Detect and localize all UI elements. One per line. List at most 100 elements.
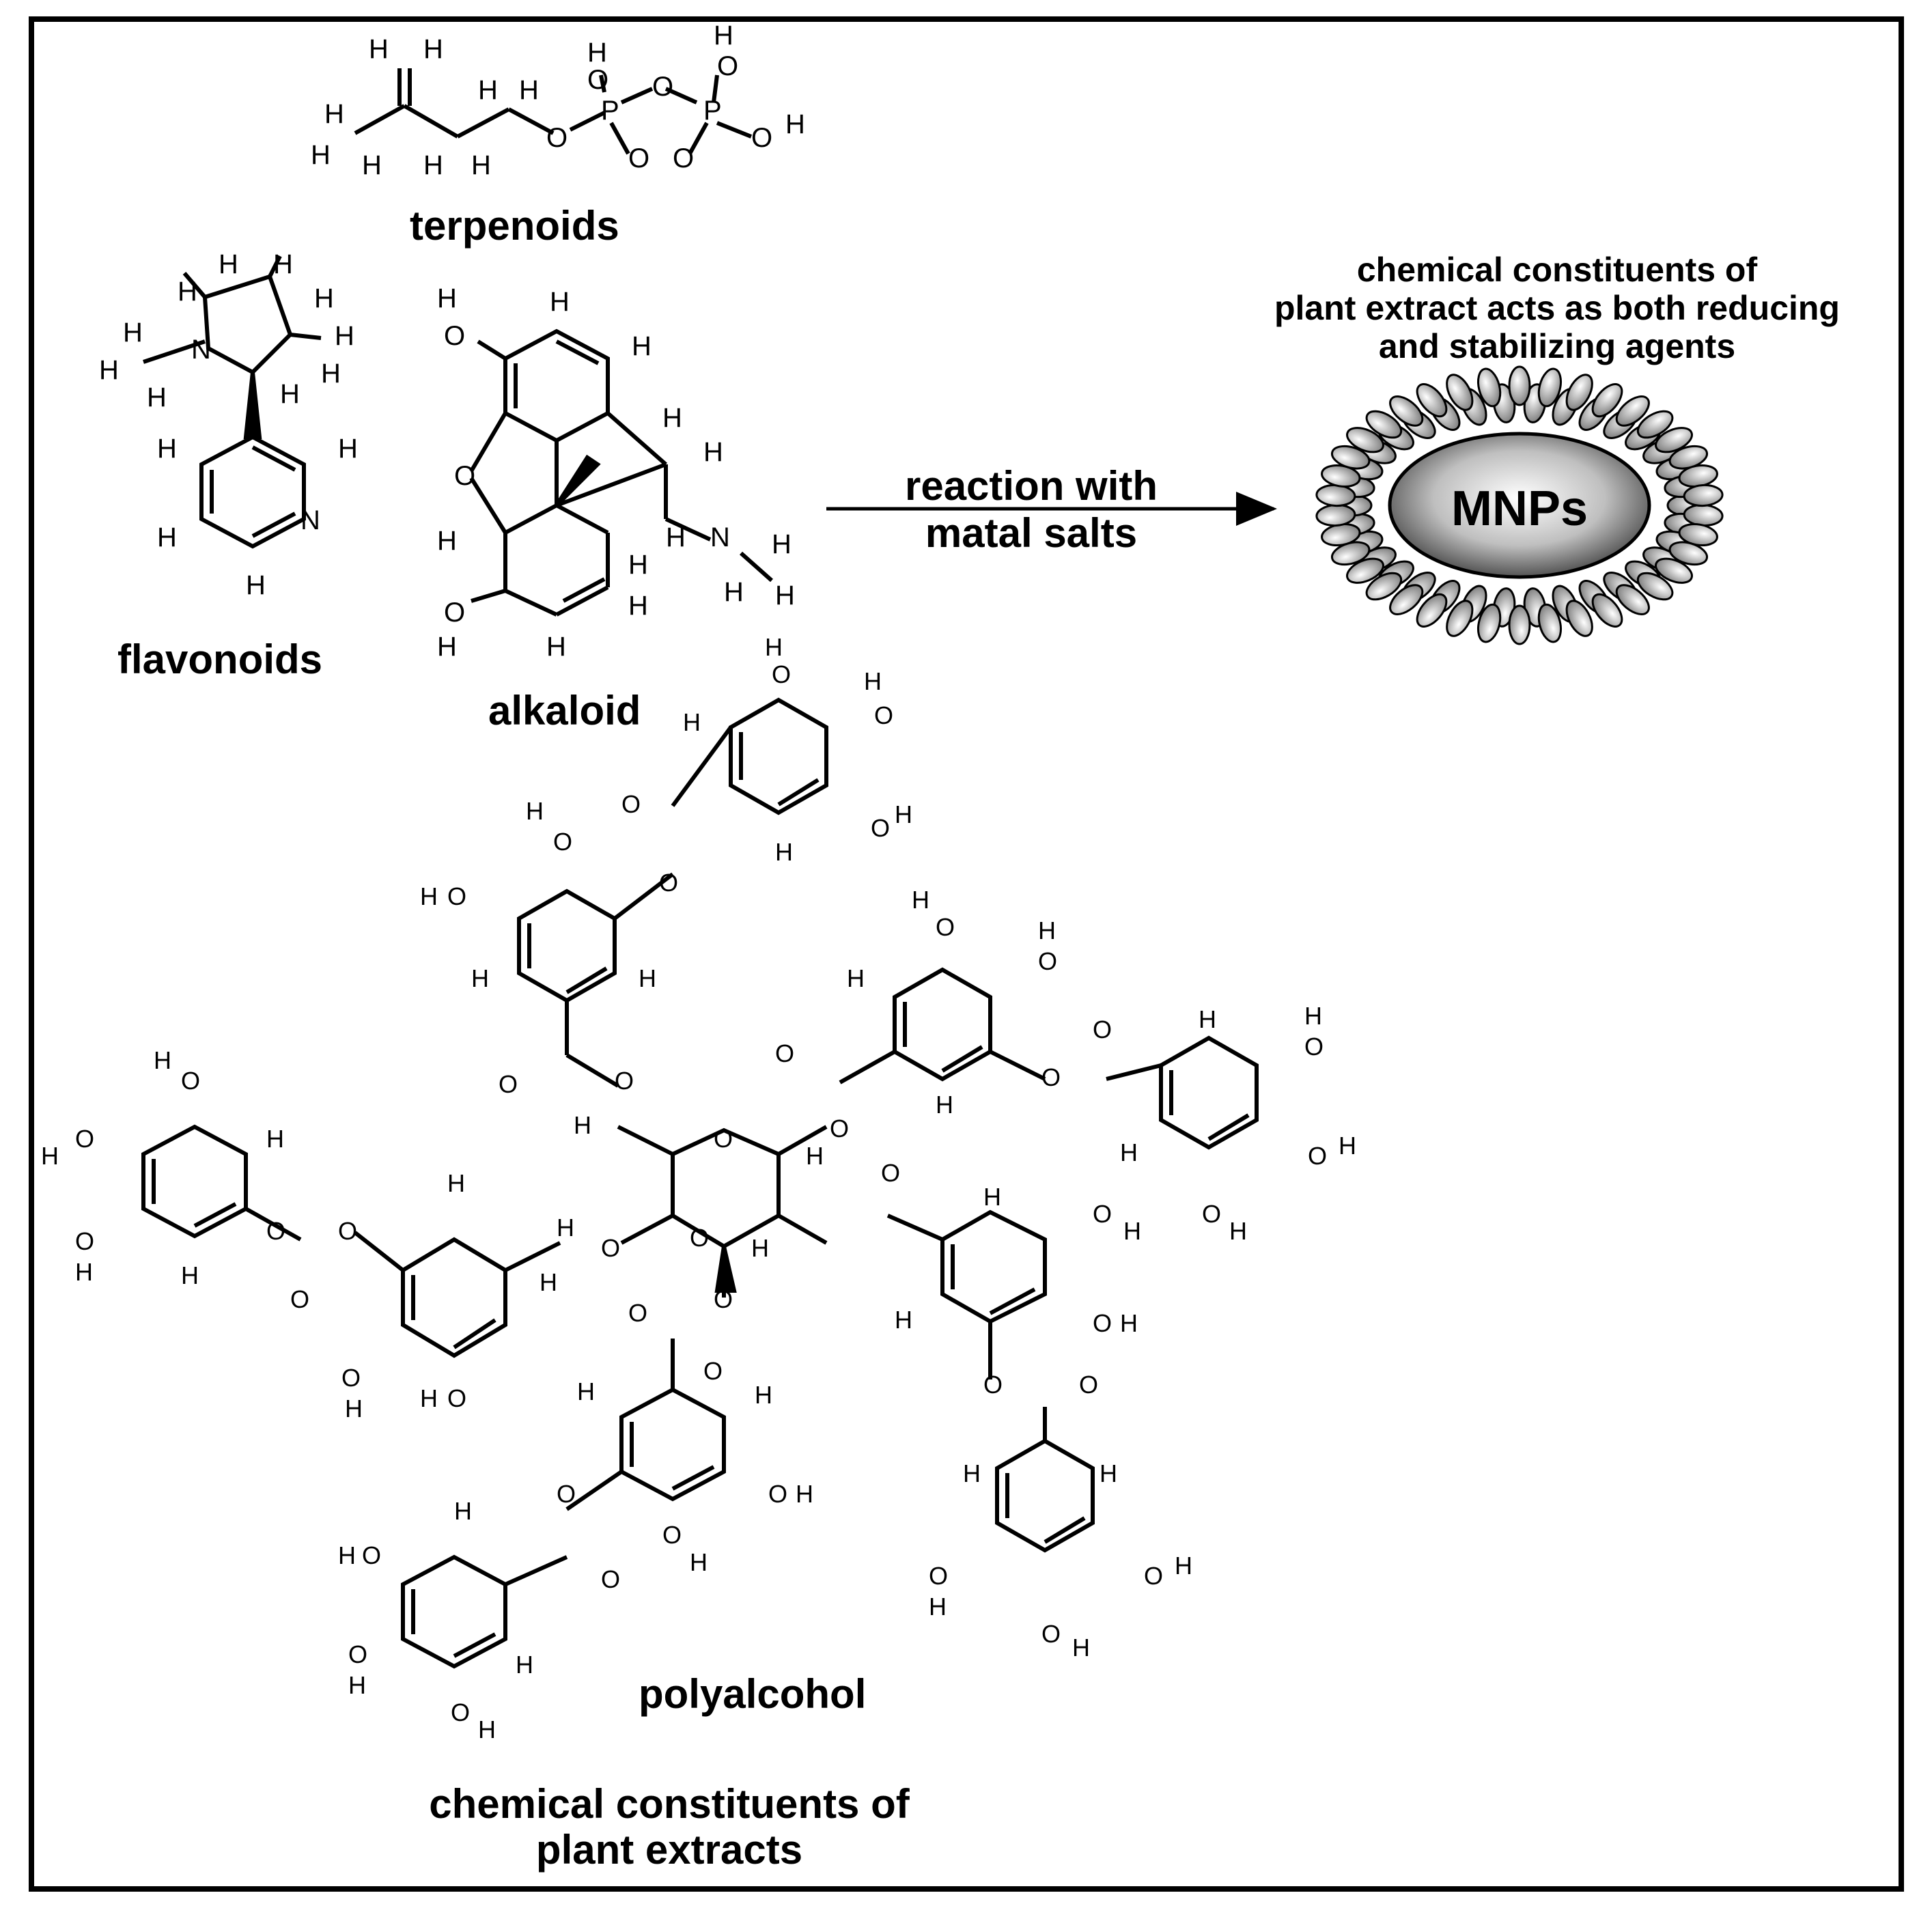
svg-text:O: O (341, 1364, 361, 1392)
label-constituents-line1: chemical constituents of (429, 1781, 910, 1827)
svg-text:O: O (983, 1371, 1003, 1399)
svg-text:H: H (785, 109, 805, 139)
label-agents-line3: and stabilizing agents (1378, 327, 1736, 365)
svg-text:O: O (936, 913, 955, 941)
svg-text:O: O (601, 1234, 620, 1262)
svg-text:H: H (895, 1306, 912, 1334)
svg-text:O: O (662, 1521, 682, 1549)
svg-text:O: O (362, 1541, 381, 1569)
svg-text:O: O (587, 65, 608, 95)
svg-text:H: H (526, 797, 544, 825)
svg-text:O: O (601, 1565, 620, 1593)
svg-text:O: O (751, 123, 772, 153)
svg-text:O: O (775, 1039, 794, 1067)
svg-text:O: O (290, 1285, 309, 1313)
svg-text:H: H (929, 1593, 947, 1621)
svg-text:O: O (628, 143, 649, 173)
capping-agent-petal (1416, 593, 1448, 628)
svg-text:H: H (246, 570, 266, 600)
svg-text:H: H (632, 331, 652, 361)
svg-text:H: H (557, 1214, 574, 1242)
svg-text:H: H (478, 75, 498, 105)
svg-text:H: H (1123, 1217, 1141, 1245)
capping-agent-petal (1416, 383, 1448, 418)
svg-text:H: H (314, 283, 334, 313)
svg-text:H: H (628, 591, 648, 621)
svg-text:O: O (1079, 1371, 1098, 1399)
svg-text:H: H (75, 1258, 93, 1286)
figure-frame (29, 16, 1904, 1892)
label-reaction: reaction with matal salts (826, 463, 1236, 556)
svg-text:H: H (864, 667, 882, 695)
svg-text:H: H (519, 75, 539, 105)
svg-text:H: H (423, 150, 443, 180)
svg-text:O: O (1308, 1142, 1327, 1170)
label-terpenoids: terpenoids (410, 203, 619, 249)
capping-agent-petal (1365, 410, 1403, 439)
capping-agent-petal (1655, 427, 1693, 453)
svg-text:H: H (983, 1183, 1001, 1211)
capping-agent-petal (1476, 367, 1502, 408)
capping-agent-petal (1565, 600, 1593, 637)
capping-agent-petal (1655, 557, 1693, 584)
svg-text:H: H (338, 1541, 356, 1569)
svg-text:H: H (266, 1125, 284, 1153)
svg-text:O: O (652, 72, 673, 102)
svg-text:O: O (874, 701, 893, 729)
svg-text:H: H (550, 287, 570, 317)
svg-text:H: H (1229, 1217, 1247, 1245)
svg-text:H: H (639, 964, 656, 992)
flavonoid-structure (143, 255, 322, 549)
capping-agent-petal (1330, 445, 1371, 470)
svg-text:H: H (516, 1651, 533, 1679)
svg-text:H: H (335, 321, 354, 351)
svg-text:H: H (714, 20, 733, 51)
svg-text:H: H (1339, 1132, 1356, 1160)
capping-agent-petal (1346, 557, 1384, 584)
svg-text:H: H (181, 1261, 199, 1289)
svg-text:N: N (300, 505, 320, 535)
nanoparticle-core (1388, 432, 1651, 579)
capping-agent-petal (1389, 584, 1424, 615)
svg-text:H: H (1038, 916, 1056, 944)
svg-text:O: O (451, 1698, 470, 1726)
svg-text:H: H (324, 99, 344, 129)
svg-text:O: O (703, 1357, 723, 1385)
svg-text:H: H (178, 277, 197, 307)
svg-text:H: H (775, 838, 793, 866)
svg-text:H: H (666, 522, 686, 552)
svg-text:H: H (806, 1142, 824, 1170)
svg-text:O: O (1041, 1063, 1061, 1091)
svg-text:H: H (154, 1046, 171, 1074)
svg-text:O: O (1144, 1562, 1163, 1590)
svg-text:H: H (574, 1111, 591, 1139)
label-mnps: MNPs (1451, 481, 1588, 536)
svg-text:O: O (75, 1125, 94, 1153)
svg-text:O: O (768, 1480, 787, 1508)
svg-text:H: H (1304, 1002, 1322, 1030)
svg-text:O: O (447, 1384, 466, 1412)
svg-text:H: H (1120, 1309, 1138, 1337)
svg-text:O: O (338, 1217, 357, 1245)
capping-agent-petal (1537, 367, 1563, 408)
svg-text:O: O (1093, 1015, 1112, 1043)
capping-agent-petal (1446, 600, 1474, 637)
svg-text:H: H (219, 249, 238, 279)
capping-agent-petal (1346, 427, 1384, 453)
svg-text:O: O (348, 1640, 367, 1668)
label-reaction-line2: matal salts (925, 510, 1138, 557)
polyalcohol-structure (141, 697, 1259, 1669)
svg-text:H: H (123, 318, 143, 348)
svg-text:H: H (478, 1715, 496, 1743)
svg-text:H: H (796, 1480, 813, 1508)
svg-text:H: H (420, 882, 438, 910)
svg-text:O: O (75, 1227, 94, 1255)
svg-text:H: H (690, 1548, 708, 1576)
svg-text:O: O (546, 123, 568, 153)
svg-text:H: H (540, 1268, 557, 1296)
svg-text:H: H (321, 359, 341, 389)
svg-text:H: H (437, 632, 457, 662)
svg-text:H: H (772, 529, 792, 559)
svg-text:H: H (345, 1395, 363, 1423)
